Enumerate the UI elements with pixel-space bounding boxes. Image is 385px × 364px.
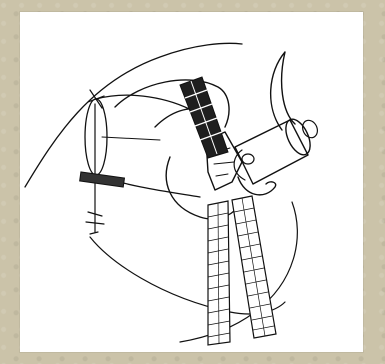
funnel-mid-line [102,137,160,140]
lower-solar-array-left [208,201,230,345]
antenna-panel [80,172,125,187]
drawing-card [20,12,363,352]
lower-solar-array-right [232,196,276,338]
curved-boom [271,52,295,130]
satellite-drawing [20,12,363,352]
telescope-module [234,116,320,184]
